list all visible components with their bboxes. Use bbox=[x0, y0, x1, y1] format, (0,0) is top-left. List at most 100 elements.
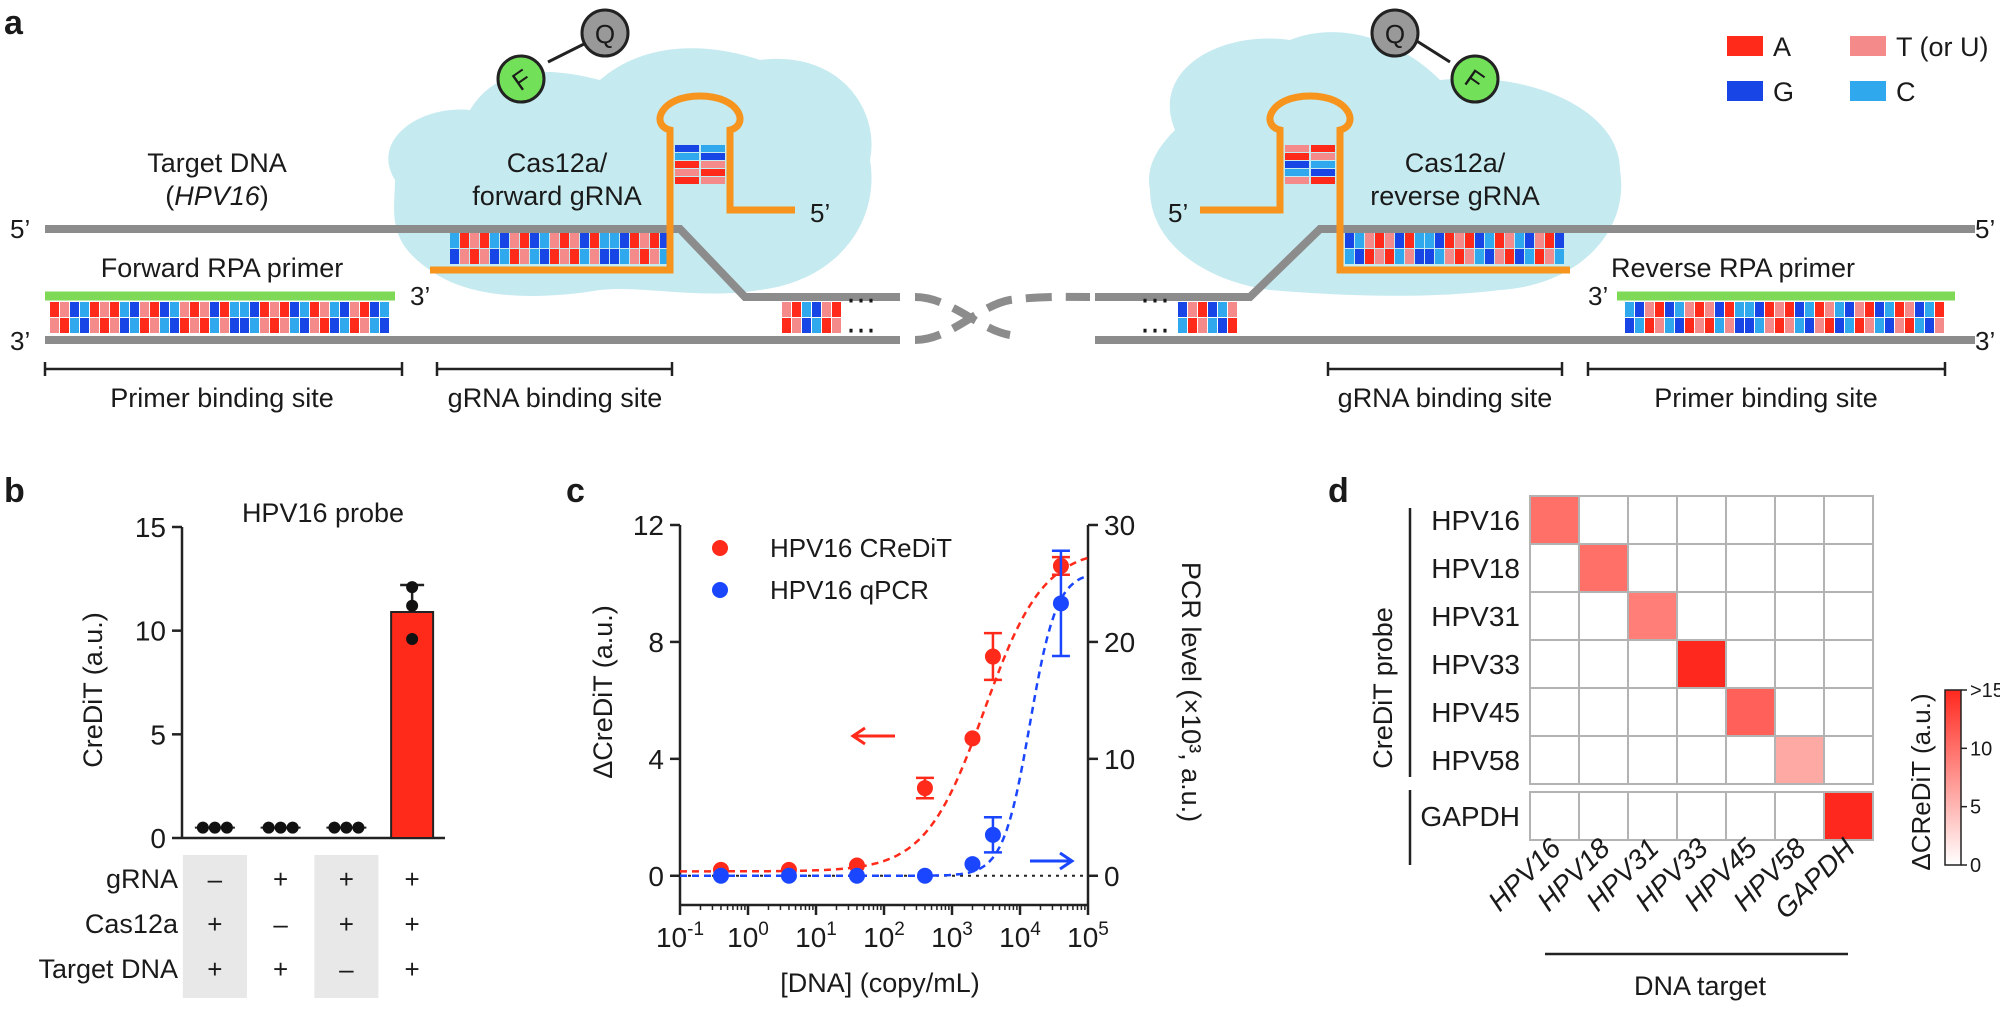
base-block bbox=[701, 153, 725, 160]
heatmap-row-label: HPV31 bbox=[1431, 601, 1520, 632]
base-block bbox=[1375, 233, 1384, 248]
base-block bbox=[1915, 318, 1924, 333]
fit-credit bbox=[680, 556, 1089, 873]
base-block bbox=[480, 233, 489, 248]
fluorophore-icon bbox=[1450, 54, 1500, 104]
condition-mark: + bbox=[207, 909, 222, 939]
base-block bbox=[1725, 318, 1734, 333]
base-block bbox=[550, 233, 559, 248]
legend-label-qpcr: HPV16 qPCR bbox=[770, 575, 929, 605]
base-block bbox=[560, 233, 569, 248]
base-block bbox=[290, 318, 299, 333]
base-block bbox=[1835, 302, 1844, 317]
legend-marker-qpcr bbox=[712, 582, 728, 598]
heatmap-cell bbox=[1725, 495, 1776, 545]
heatmap-cell bbox=[1823, 591, 1874, 641]
base-block bbox=[1415, 233, 1424, 248]
base-block bbox=[1208, 302, 1217, 317]
base-block bbox=[822, 302, 831, 317]
base-block bbox=[1435, 233, 1444, 248]
x-tick-label: 105 bbox=[1067, 919, 1109, 953]
data-point-qpcr bbox=[848, 867, 865, 884]
base-block bbox=[812, 302, 821, 317]
data-point bbox=[352, 821, 365, 834]
base-block bbox=[1895, 318, 1904, 333]
base-block bbox=[360, 318, 369, 333]
base-block bbox=[130, 302, 139, 317]
arrow-left-axis bbox=[850, 726, 895, 746]
base-block bbox=[160, 318, 169, 333]
base-pair-blocks bbox=[50, 145, 1944, 333]
base-block bbox=[1385, 249, 1394, 264]
condition-mark: + bbox=[273, 864, 288, 894]
base-block bbox=[832, 318, 841, 333]
base-block bbox=[320, 318, 329, 333]
data-point bbox=[262, 821, 275, 834]
heatmap-cell bbox=[1725, 735, 1776, 785]
base-block bbox=[340, 302, 349, 317]
legend-label-C: C bbox=[1896, 77, 1916, 107]
base-block bbox=[260, 302, 269, 317]
condition-mark: – bbox=[208, 864, 223, 894]
primer-site-left: Primer binding site bbox=[110, 383, 334, 413]
heatmap-cell bbox=[1627, 543, 1678, 593]
forward-primer-label: Forward RPA primer bbox=[101, 253, 344, 283]
heatmap-cell bbox=[1529, 639, 1580, 689]
colorbar-gradient bbox=[1944, 689, 1962, 866]
base-block bbox=[832, 302, 841, 317]
base-block bbox=[150, 302, 159, 317]
base-block bbox=[1825, 302, 1834, 317]
base-block bbox=[1765, 318, 1774, 333]
heatmap-cell bbox=[1774, 495, 1825, 545]
quencher-letter: Q bbox=[595, 19, 615, 49]
data-point-qpcr bbox=[1052, 595, 1069, 612]
heatmap-cell bbox=[1578, 495, 1629, 545]
data-point bbox=[286, 821, 299, 834]
base-block bbox=[120, 302, 129, 317]
base-block bbox=[1445, 233, 1454, 248]
dna-gap-top bbox=[914, 293, 1011, 339]
heatmap-row-label: HPV18 bbox=[1431, 553, 1520, 584]
base-block bbox=[1495, 233, 1504, 248]
x-tick-label: 101 bbox=[795, 919, 837, 953]
base-block bbox=[1535, 233, 1544, 248]
base-block bbox=[490, 233, 499, 248]
base-block bbox=[1665, 302, 1674, 317]
panel-d: d CreDiT probe DNA target HPV16HPV18HPV3… bbox=[1328, 472, 2000, 1001]
heatmap-row-label: HPV45 bbox=[1431, 697, 1520, 728]
base-block bbox=[1685, 318, 1694, 333]
base-block bbox=[1635, 302, 1644, 317]
base-block bbox=[290, 302, 299, 317]
data-point bbox=[274, 821, 287, 834]
ellipsis: ⋯ bbox=[1140, 284, 1170, 317]
base-block bbox=[1555, 233, 1564, 248]
base-block bbox=[650, 233, 659, 248]
base-block bbox=[160, 302, 169, 317]
base-block bbox=[1625, 318, 1634, 333]
base-block bbox=[80, 302, 89, 317]
data-point bbox=[406, 632, 419, 645]
base-block bbox=[1311, 145, 1335, 152]
base-block bbox=[1525, 249, 1534, 264]
top-strand-right bbox=[1095, 225, 1975, 301]
base-block bbox=[610, 249, 619, 264]
base-block bbox=[490, 249, 499, 264]
heatmap-cell bbox=[1676, 735, 1727, 785]
base-block bbox=[1755, 318, 1764, 333]
legend-label-A: A bbox=[1773, 32, 1791, 62]
data-point bbox=[208, 821, 221, 834]
base-block bbox=[1188, 318, 1197, 333]
base-block bbox=[1455, 233, 1464, 248]
y-tick-label: 15 bbox=[135, 512, 166, 543]
forward-grna bbox=[430, 92, 795, 274]
base-block bbox=[1885, 318, 1894, 333]
base-block bbox=[80, 318, 89, 333]
data-point bbox=[196, 821, 209, 834]
quencher-icon bbox=[580, 8, 630, 58]
heatmap-cell bbox=[1529, 791, 1580, 841]
base-block bbox=[70, 302, 79, 317]
y-tick-label-right: 30 bbox=[1104, 510, 1135, 541]
heatmap-cell bbox=[1823, 543, 1874, 593]
base-block bbox=[270, 302, 279, 317]
